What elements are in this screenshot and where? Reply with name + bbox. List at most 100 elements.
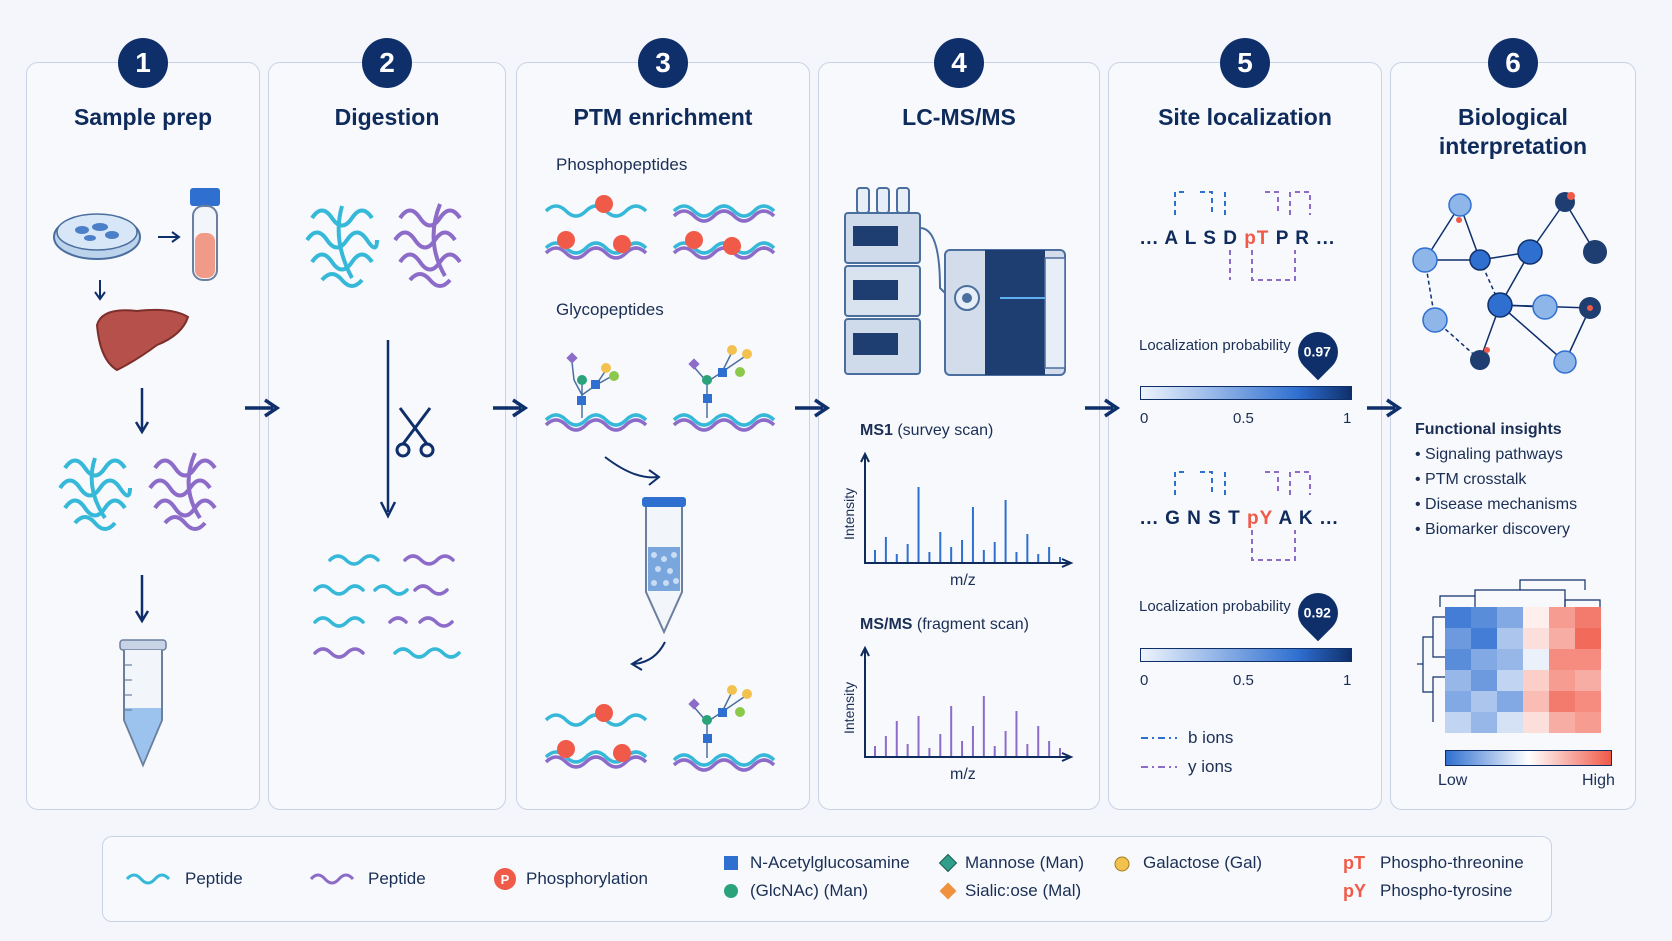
seq2-mod: pY [1247,508,1273,529]
heatmap-cell [1471,649,1497,670]
ms2-label-bold: MS/MS [860,616,913,633]
arrow-right-small-icon [158,231,181,243]
heatmap-cell [1523,691,1549,712]
heatmap-cell [1523,607,1549,628]
peptide-sequence-2: ... G N S T pY A K ... [1140,508,1339,530]
heatmap-colorbar [1445,750,1612,766]
enrichment-column-icon [642,497,686,635]
insights-list: Signaling pathways PTM crosstalk Disease… [1415,446,1577,546]
heatmap-cell [1497,628,1523,649]
phosphorylation-icon: P [494,868,516,890]
heatmap-cell [1497,691,1523,712]
ms1-label: MS1 (survey scan) [860,422,993,440]
ms1-label-bold: MS1 [860,422,893,439]
ms2-label: MS/MS (fragment scan) [860,616,1029,634]
fragment-brackets-icon [1174,471,1311,561]
sialic-diamond-icon [939,882,957,900]
tick-mid: 0.5 [1233,410,1254,427]
heatmap-cell [1497,712,1523,733]
step-badge-1: 1 [118,38,168,88]
heatmap-cell [1497,670,1523,691]
glc-circle-icon [724,884,738,898]
protein-purple-icon [148,452,217,531]
heatmap-cell [1575,691,1601,712]
colorbar-low-label: Low [1438,772,1468,789]
insight-item: Disease mechanisms [1415,496,1577,521]
legend-phospho-tyrosine: Phospho-tyrosine [1380,881,1513,900]
legend-peptide-purple: Peptide [368,869,426,888]
step-badge-6: 6 [1488,38,1538,88]
heatmap-cell [1445,628,1471,649]
heatmap-cell [1549,607,1575,628]
glcnac-square-icon [724,856,738,870]
heatmap-cell [1445,649,1471,670]
protein-cyan-icon [305,205,379,288]
legend-phosphorylation: Phosphorylation [526,869,648,888]
step-badge-5: 5 [1220,38,1270,88]
step-badge-2: 2 [362,38,412,88]
probability-gradient-bar-1 [1140,386,1352,400]
legend-phospho-threonine: Phospho-threonine [1380,853,1524,872]
phosphopeptide-icon [544,195,648,260]
flow-arrow-5 [1367,398,1403,418]
probability-value-1: 0.97 [1303,343,1331,360]
insight-item: PTM crosstalk [1415,471,1577,496]
heatmap-cell [1471,712,1497,733]
ms2-label-rest: (fragment scan) [912,616,1029,633]
flow-arrow-1 [245,398,281,418]
scissors-icon [395,407,435,458]
curved-arrow-icon [630,641,666,671]
localization-probability-label-2: Localization probability [1139,598,1291,615]
heatmap-cell [1445,691,1471,712]
liver-icon [95,308,190,372]
colorbar-high-label: High [1582,772,1615,789]
insight-item: Biomarker discovery [1415,521,1577,546]
step-title-3: PTM enrichment [573,104,753,130]
protein-purple-icon [393,203,462,288]
ms2-ylabel: Intensity [841,682,857,734]
heatmap-cell [1549,649,1575,670]
digestion-arrow-icon [379,340,397,519]
heatmap-cell [1497,607,1523,628]
ms1-ylabel: Intensity [841,488,857,540]
legend-glcnac-1: N-Acetylglucosamine [750,853,910,872]
petri-dish-icon [53,213,141,260]
phosphopeptides-label: Phosphopeptides [556,155,688,174]
heatmap-cell [1445,670,1471,691]
heatmap-cell [1575,607,1601,628]
glycopeptide-icon [544,352,648,432]
heatmap-cell [1523,712,1549,733]
heatmap-cell [1471,691,1497,712]
step-badge-4: 4 [934,38,984,88]
ms2-spectrum: Intensity [841,645,1074,762]
tick-0: 0 [1140,410,1149,427]
heatmap-cell [1549,691,1575,712]
legend-glcnac-2: (GlcNAc) (Man) [750,881,869,900]
legend-galactose: Galactose (Gal) [1143,853,1263,872]
probability-value-2: 0.92 [1303,604,1331,621]
step-title-5: Site localization [1158,104,1332,130]
y-ions-label: y ions [1188,757,1233,776]
step-panel-5: 5 Site localization [1108,38,1382,810]
heatmap-cell [1549,670,1575,691]
phosphopeptide-icon [544,704,648,769]
heatmap [1417,579,1601,733]
arrow-down-icon [134,388,150,435]
step-title-6: Biological interpretation [1438,104,1588,159]
arrow-down-icon [134,575,150,624]
curved-arrow-icon [604,456,661,486]
flow-arrow-3 [795,398,831,418]
legend-mannose: Mannose (Man) [965,853,1085,872]
step-badge-3: 3 [638,38,688,88]
flow-arrow-2 [493,398,529,418]
heatmap-cell [1549,628,1575,649]
arrow-down-small-icon [94,280,106,301]
ms2-xlabel: m/z [950,766,976,783]
tick-0: 0 [1140,672,1149,689]
protein-cyan-icon [58,457,132,531]
sample-tube-icon [119,639,167,768]
legend-pY-symbol: pY [1343,881,1367,901]
insight-item: Signaling pathways [1415,446,1577,471]
peptide-purple-icon [309,873,355,885]
heatmap-cell [1575,670,1601,691]
